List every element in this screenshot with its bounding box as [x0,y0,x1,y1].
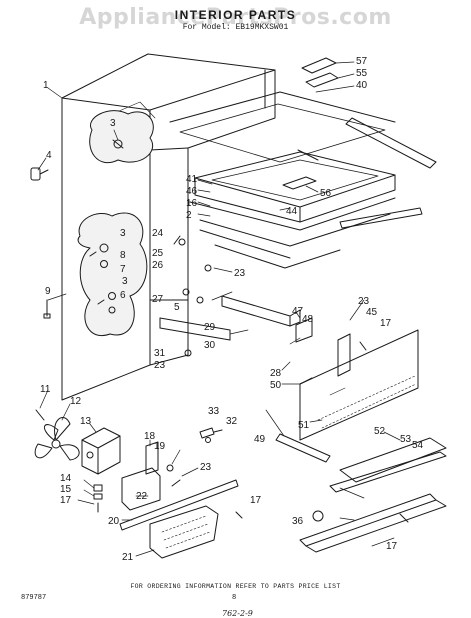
callout-27: 27 [152,294,164,305]
mounting-hardware [159,235,231,357]
callout-44: 44 [286,206,298,217]
callout-23b: 23 [154,360,166,371]
shelf-slot-56 [282,176,317,190]
callout-49: 49 [254,434,266,445]
callout-9: 9 [45,286,51,297]
callout-22: 22 [136,491,148,502]
callout-52: 52 [374,426,386,437]
screws-misc [35,341,409,523]
callout-3: 3 [110,118,116,129]
callout-36: 36 [292,516,304,527]
leader-lines [37,61,401,557]
callout-25: 25 [152,248,164,259]
document-code: 879787 [21,594,47,602]
callout-12: 12 [70,396,82,407]
callout-23c: 23 [358,296,370,307]
callout-57: 57 [356,56,368,67]
callout-23a: 23 [234,268,246,279]
callout-19: 19 [154,441,166,452]
callout-54: 54 [412,440,424,451]
callout-26: 26 [152,260,164,271]
callout-47: 47 [292,306,304,317]
callout-20: 20 [108,516,120,527]
rail-20 [119,479,239,531]
callout-32: 32 [226,416,238,427]
callout-14: 14 [60,473,72,484]
callout-6: 6 [120,290,126,301]
ordering-info-note: FOR ORDERING INFORMATION REFER TO PARTS … [130,583,341,590]
callout-4: 4 [46,150,52,161]
shelf-assembly [169,91,396,269]
callout-21: 21 [122,552,134,563]
callout-41: 41 [186,174,198,185]
callout-46: 46 [186,186,198,197]
callout-50: 50 [270,380,282,391]
fan-motor-13 [81,427,121,475]
fan-housing-21 [149,505,219,559]
handwritten-note: 762-2-9 [222,609,253,618]
callout-3b: 3 [120,228,126,239]
callout-29: 29 [204,322,216,333]
fan-blade-12 [34,417,80,461]
bracket-18 [145,441,174,475]
rear-cover-panel-50 [299,329,419,441]
callout-2: 2 [186,210,192,221]
callout-7: 7 [120,264,126,275]
callout-18: 18 [144,431,156,442]
callout-40: 40 [356,80,368,91]
callout-17c: 17 [250,495,262,506]
callout-24: 24 [152,228,164,239]
callout-5: 5 [174,302,180,313]
callout-53: 53 [400,434,412,445]
liner-cutaway-upper [89,110,154,164]
callout-33: 33 [208,406,220,417]
screw-9 [43,299,51,319]
callout-17b: 17 [60,495,72,506]
callout-31: 31 [154,348,166,359]
page-title: INTERIOR PARTS [174,8,297,22]
screw-4 [30,167,49,181]
callout-51: 51 [298,420,310,431]
callout-17a: 17 [380,318,392,329]
callout-13: 13 [80,416,92,427]
callout-11: 11 [40,384,51,395]
watermark: AppliancePartsPros.com [79,5,392,30]
model-subtitle: For Model: EB19MKXSW01 [182,23,289,32]
callout-16: 16 [186,198,198,209]
callout-30: 30 [204,340,216,351]
bracket-47-48 [221,295,313,343]
callout-55: 55 [356,68,368,79]
shelf-clips-55-57 [301,57,339,88]
callout-45: 45 [366,307,378,318]
bottom-pan [299,437,447,553]
callout-28: 28 [270,368,282,379]
callout-1: 1 [43,80,49,91]
callout-8: 8 [120,250,126,261]
strip-49 [275,433,331,463]
callout-48: 48 [302,314,314,325]
callout-23d: 23 [200,462,212,473]
side-trim-40 [297,117,437,229]
motor-bracket-22 [121,467,161,511]
callout-15: 15 [60,484,72,495]
callout-17d: 17 [386,541,398,552]
callout-3c: 3 [122,276,128,287]
screws-32-33 [199,427,223,443]
page-number: 8 [232,594,237,602]
liner-cutaway-lower [77,212,148,337]
callout-56: 56 [320,188,332,199]
exploded-parts-diagram: 1 3 4 57 55 40 41 46 16 2 56 44 24 3 8 7… [30,53,447,563]
